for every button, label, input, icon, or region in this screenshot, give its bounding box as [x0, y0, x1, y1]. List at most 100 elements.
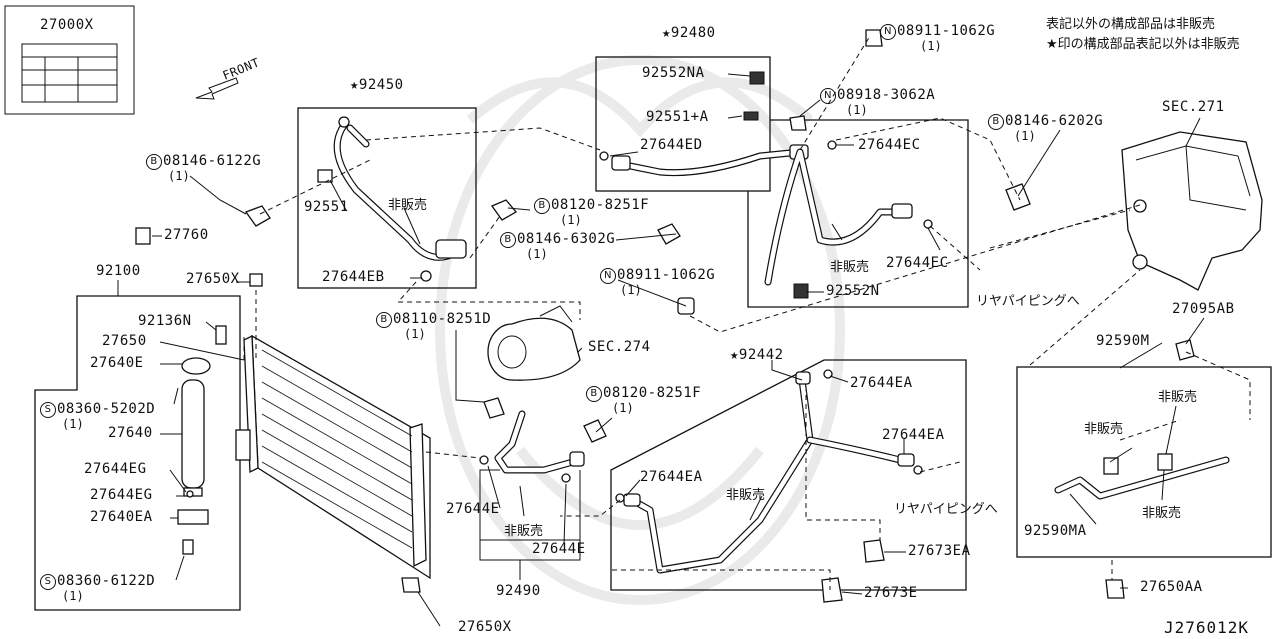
pipe-92442 [623, 371, 915, 603]
fastener-qty: (1) [62, 589, 84, 603]
label-27644e-1: 27644E [446, 501, 500, 517]
drain-hose-92590m [1054, 453, 1230, 500]
label-27095ab: 27095AB [1172, 301, 1235, 317]
label-not-sold-3: 非販売 [726, 488, 766, 503]
label-sec271: SEC.271 [1162, 99, 1225, 115]
label-27673ea: 27673EA [908, 543, 971, 559]
leader-lines [117, 73, 1205, 627]
fastener-qty: (1) [560, 213, 582, 227]
label-92136n: 92136N [138, 313, 192, 329]
bolt-symbol-icon: B [376, 312, 392, 328]
label-92100: 92100 [96, 263, 141, 279]
fastener-qty: (1) [920, 39, 942, 53]
label-27650: 27650 [102, 333, 147, 349]
pipe-92480 [611, 29, 883, 177]
label-27000x: 27000X [40, 17, 94, 33]
label-27644ec-2: 27644EC [886, 255, 949, 271]
fastener-qty: (1) [404, 327, 426, 341]
receiver-drier [177, 357, 211, 555]
label-27644ea-3: 27644EA [640, 469, 703, 485]
label-plate-27000x [4, 5, 135, 115]
fasteners-drawing [135, 140, 1195, 599]
fastener-qty: (1) [62, 417, 84, 431]
bolt-symbol-icon: B [586, 386, 602, 402]
bolt-symbol-icon: B [534, 198, 550, 214]
label-27644ec-1: 27644EC [858, 137, 921, 153]
label-27640: 27640 [108, 425, 153, 441]
note-not-sold-line-1: 表記以外の構成部品は非販売 [1046, 17, 1216, 32]
bolt-symbol-icon: B [500, 232, 516, 248]
dashed-connections [243, 35, 1251, 590]
label-not-sold-5: 非販売 [1084, 422, 1124, 437]
nut-symbol-icon: N [820, 88, 836, 104]
label-sec274: SEC.274 [588, 339, 651, 355]
fastener-qty: (1) [168, 169, 190, 183]
label-92551: 92551 [304, 199, 349, 215]
label-27644e-2: 27644E [532, 541, 586, 557]
label-92590ma: 92590MA [1024, 523, 1087, 539]
pipe-92450 [317, 116, 467, 261]
label-27673e: 27673E [864, 585, 918, 601]
pipe-92480-lower [764, 148, 913, 299]
label-27650x-top: 27650X [186, 271, 240, 287]
bolt-symbol-icon: B [988, 114, 1004, 130]
label-92590m: 92590M [1096, 333, 1150, 349]
bolt-symbol-icon: B [146, 154, 162, 170]
watermark-emblem [435, 55, 845, 605]
pipe-92490 [494, 410, 585, 474]
label-27644ea-1: 27644EA [850, 375, 913, 391]
compressor [487, 305, 581, 381]
condenser [235, 334, 431, 580]
nut-symbol-icon: N [880, 24, 896, 40]
fastener-qty: (1) [526, 247, 548, 261]
label-not-sold-4: 非販売 [504, 524, 544, 539]
label-27650x-bottom: 27650X [458, 619, 512, 635]
label-rear-piping-1: リヤパイピングへ [976, 294, 1080, 309]
screw-symbol-icon: S [40, 402, 56, 418]
label-92552n: 92552N [826, 283, 880, 299]
label-27650aa: 27650AA [1140, 579, 1203, 595]
label-not-sold-7: 非販売 [1142, 506, 1182, 521]
note-not-sold-line-2: ★印の構成部品表記以外は非販売 [1046, 37, 1240, 52]
label-not-sold-2: 非販売 [830, 260, 870, 275]
label-27644eg-1: 27644EG [84, 461, 147, 477]
label-not-sold-6: 非販売 [1158, 390, 1198, 405]
fastener-qty: (1) [620, 283, 642, 297]
label-92442: ★92442 [730, 347, 784, 363]
fastener-qty: (1) [612, 401, 634, 415]
label-92480: ★92480 [662, 25, 716, 41]
label-not-sold-1: 非販売 [388, 198, 428, 213]
label-27644ed: 27644ED [640, 137, 703, 153]
nut-symbol-icon: N [600, 268, 616, 284]
screw-symbol-icon: S [40, 574, 56, 590]
label-27640e: 27640E [90, 355, 144, 371]
label-27760: 27760 [164, 227, 209, 243]
evaporator-unit [1121, 131, 1263, 291]
diagram-code: J276012K [1164, 618, 1250, 637]
label-rear-piping-2: リヤパイピングへ [894, 502, 998, 517]
fastener-qty: (1) [1014, 129, 1036, 143]
label-27644eb: 27644EB [322, 269, 385, 285]
label-27644ea-2: 27644EA [882, 427, 945, 443]
label-92450: ★92450 [350, 77, 404, 93]
group-outlines [34, 56, 1272, 611]
fastener-qty: (1) [846, 103, 868, 117]
front-arrow-icon [195, 77, 239, 100]
label-27640ea: 27640EA [90, 509, 153, 525]
label-92490: 92490 [496, 583, 541, 599]
label-27644eg-2: 27644EG [90, 487, 153, 503]
label-92552na: 92552NA [642, 65, 705, 81]
